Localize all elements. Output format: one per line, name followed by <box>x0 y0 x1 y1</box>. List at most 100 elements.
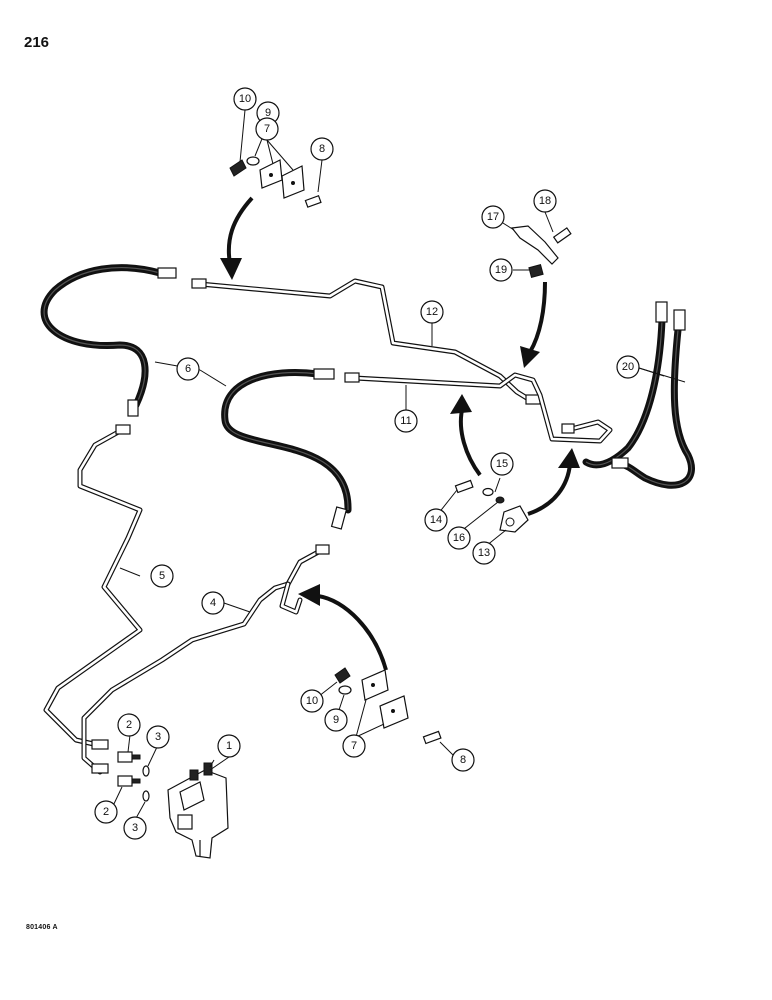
hoses-20 <box>582 301 695 489</box>
callout-3-lower-label: 3 <box>132 822 138 834</box>
callout-8-lower: 8 <box>451 748 475 772</box>
hose-6-left-top-fitting <box>157 267 177 279</box>
callout-13: 13 <box>472 541 496 565</box>
spacer-19 <box>528 264 544 278</box>
leader-lines <box>111 109 686 821</box>
hose-6-middle <box>221 368 352 530</box>
callout-11: 11 <box>394 409 418 433</box>
tube-11-fitting <box>344 372 360 383</box>
callout-8-lower-label: 8 <box>460 754 466 766</box>
callout-9-lower: 9 <box>324 708 348 732</box>
callout-12: 12 <box>420 300 444 324</box>
tube-12-fitting <box>191 278 207 289</box>
callout-19-label: 19 <box>495 264 507 276</box>
tube-12 <box>191 278 541 405</box>
bolt-18 <box>552 227 572 244</box>
tube-5-fitting <box>115 424 131 435</box>
callout-10-lower: 10 <box>300 689 324 713</box>
nut-10-upper <box>229 159 247 177</box>
callout-4: 4 <box>201 591 225 615</box>
callout-7-lower: 7 <box>342 734 366 758</box>
callout-12-label: 12 <box>426 306 438 318</box>
callout-3-lower: 3 <box>123 816 147 840</box>
callout-20: 20 <box>616 355 640 379</box>
callout-14: 14 <box>424 508 448 532</box>
callout-10-upper-label: 10 <box>239 93 251 105</box>
callout-10-lower-label: 10 <box>306 695 318 707</box>
bracket-17 <box>510 225 559 265</box>
assembly-arrow-14 <box>450 394 482 477</box>
figure-code: 801406 A <box>26 924 58 931</box>
callout-16: 16 <box>447 526 471 550</box>
callout-3-upper: 3 <box>146 725 170 749</box>
callout-8-upper-label: 8 <box>319 143 325 155</box>
callout-20-label: 20 <box>622 361 634 373</box>
bracket-hardware-right <box>454 225 572 533</box>
fitting-2-lower <box>117 775 141 787</box>
callout-10-upper: 10 <box>233 87 257 111</box>
callout-17-label: 17 <box>487 211 499 223</box>
callout-7-upper-label: 7 <box>264 123 270 135</box>
tube-11 <box>344 372 613 444</box>
hose-20-fitting-b <box>673 309 686 331</box>
tube-4-fitting <box>315 544 330 555</box>
callout-7-lower-label: 7 <box>351 740 357 752</box>
callout-5-label: 5 <box>159 570 165 582</box>
callout-2-lower-label: 2 <box>103 806 109 818</box>
callout-18-label: 18 <box>539 195 551 207</box>
callout-2-upper: 2 <box>117 713 141 737</box>
assembly-arrow-upper <box>220 196 254 280</box>
callout-11-label: 11 <box>400 415 411 427</box>
assembly-arrow-lower <box>298 584 388 671</box>
tube-5-valve-fitting <box>91 739 109 750</box>
callout-19: 19 <box>489 258 513 282</box>
nut-10-lower <box>334 667 351 684</box>
hose-20-fitting-c <box>611 457 629 469</box>
assembly-arrow-19 <box>520 281 547 368</box>
callout-17: 17 <box>481 205 505 229</box>
nut-16 <box>495 496 505 504</box>
assembly-arrow-13 <box>527 448 580 516</box>
hose-20-fitting-a <box>655 301 668 323</box>
hose-6-left <box>40 264 177 417</box>
callout-15-label: 15 <box>496 458 508 470</box>
tube-4 <box>81 544 330 775</box>
callout-16-label: 16 <box>453 532 465 544</box>
callout-3-upper-label: 3 <box>155 731 161 743</box>
page-number: 216 <box>24 34 50 51</box>
washer-9-lower <box>338 685 352 695</box>
clip-13 <box>499 505 529 533</box>
callout-6: 6 <box>176 357 200 381</box>
callout-2-upper-label: 2 <box>126 719 132 731</box>
callout-2-lower: 2 <box>94 800 118 824</box>
clamp-hardware-lower <box>334 667 442 745</box>
control-valve <box>167 762 229 859</box>
callout-8-upper: 8 <box>310 137 334 161</box>
callout-4-label: 4 <box>210 597 216 609</box>
hose-6-left-bottom-fitting <box>127 399 139 417</box>
tube-11-end-fitting <box>561 423 575 434</box>
washer-9-upper <box>246 156 260 166</box>
bolt-14 <box>454 479 474 494</box>
washer-15 <box>482 487 494 497</box>
callout-13-label: 13 <box>478 547 490 559</box>
clamp-hardware-upper <box>229 156 322 208</box>
tube-4-valve-fitting <box>91 763 109 774</box>
bolt-8-upper <box>304 195 322 208</box>
callout-5: 5 <box>150 564 174 588</box>
callout-9-upper-label: 9 <box>265 107 271 119</box>
callout-7-upper: 7 <box>255 117 279 141</box>
callout-9-lower-label: 9 <box>333 714 339 726</box>
callout-15: 15 <box>490 452 514 476</box>
callout-1: 1 <box>217 734 241 758</box>
callout-14-label: 14 <box>430 514 442 526</box>
hose-6-middle-top-fitting <box>313 368 335 380</box>
o-ring-3-upper <box>142 765 150 777</box>
callout-1-label: 1 <box>226 740 232 752</box>
bolt-8-lower <box>422 730 442 745</box>
tube-5 <box>43 424 143 748</box>
o-ring-3-lower <box>142 790 150 802</box>
callout-18: 18 <box>533 189 557 213</box>
callout-6-label: 6 <box>185 363 191 375</box>
